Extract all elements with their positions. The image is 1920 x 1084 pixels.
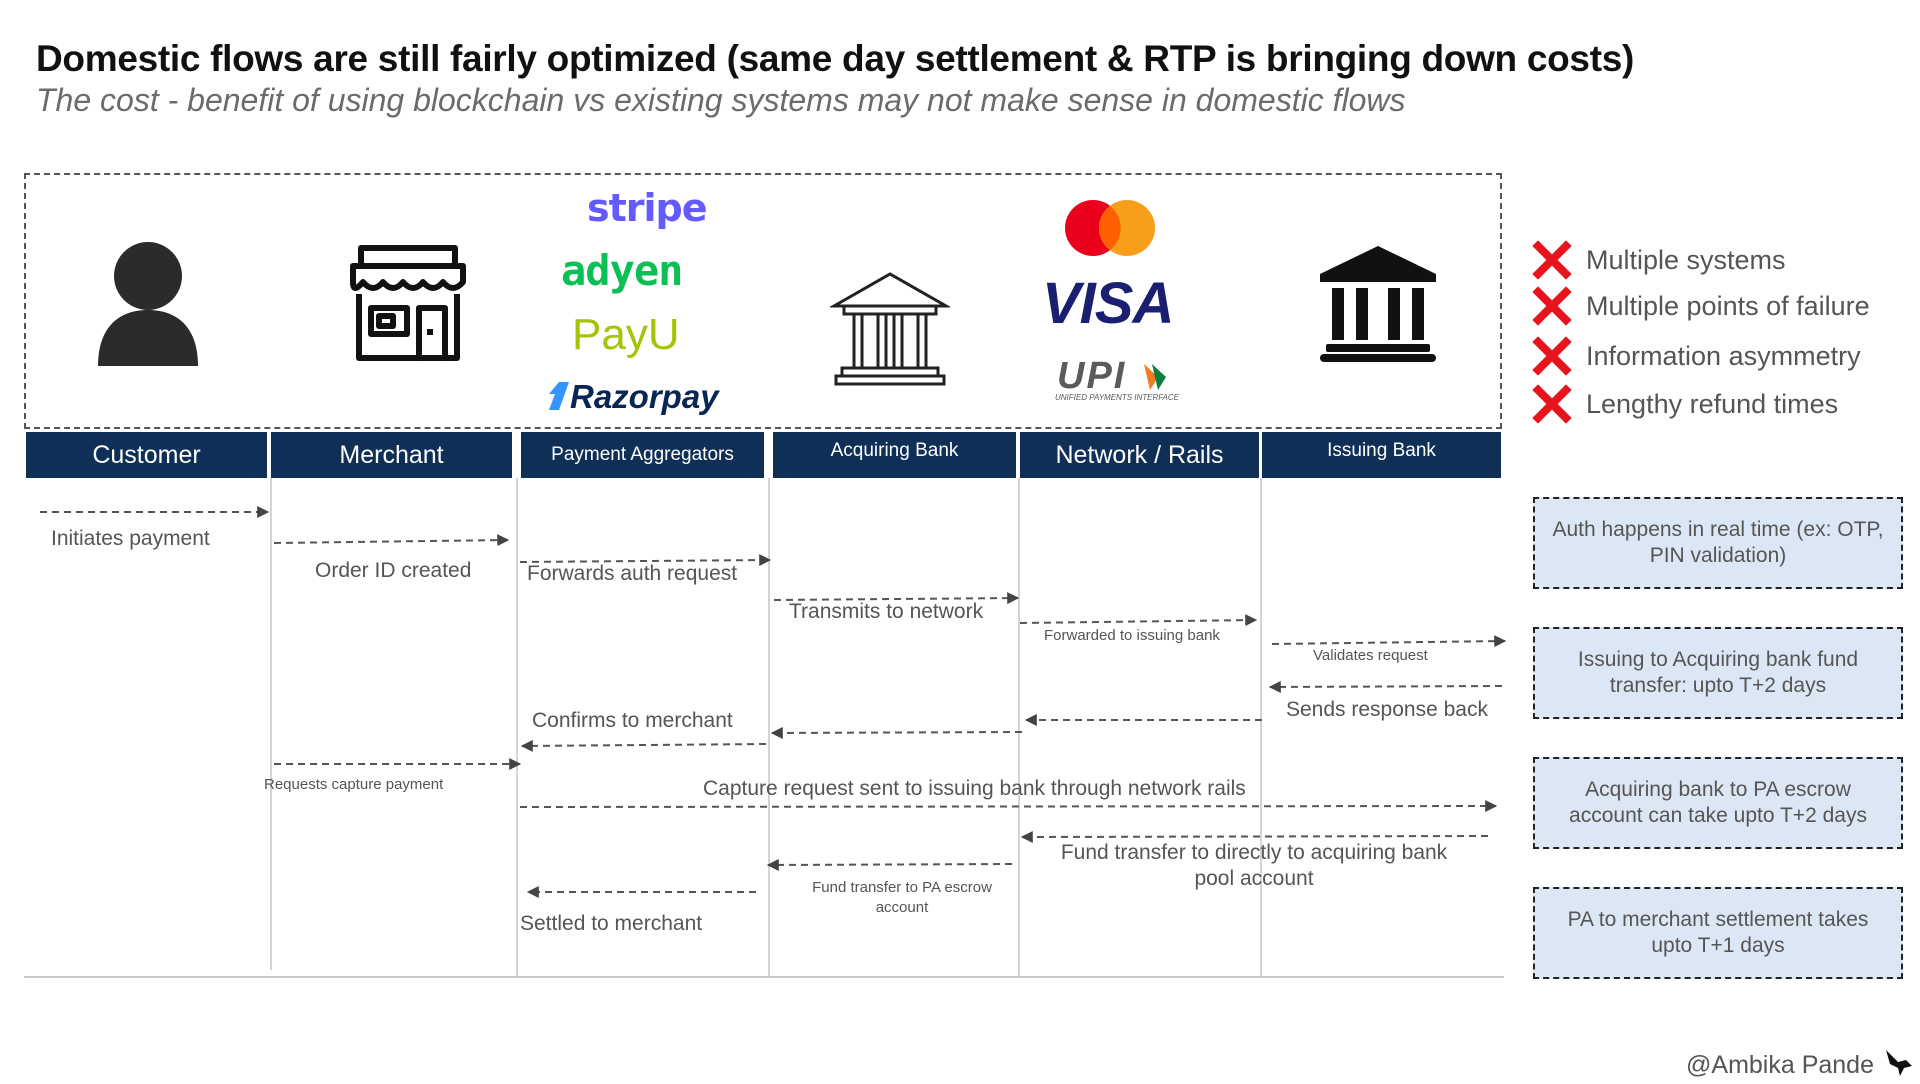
arrow-forwarded — [1019, 614, 1258, 627]
note-acquiring-to-escrow: Acquiring bank to PA escrow account can … — [1533, 757, 1903, 849]
issue-label: Multiple points of failure — [1586, 290, 1870, 321]
customer-person-icon — [98, 242, 198, 366]
note-auth-real-time: Auth happens in real time (ex: OTP, PIN … — [1533, 497, 1903, 589]
step-order-id-created: Order ID created — [315, 559, 472, 582]
step-fund-transfer-line2: pool account — [1194, 867, 1314, 890]
note-pa-to-merchant: PA to merchant settlement takes upto T+1… — [1533, 887, 1903, 979]
upi-arrow-icon — [1144, 364, 1166, 390]
lane-header-network-rails: Network / Rails — [1020, 432, 1259, 478]
arrow-sends — [1268, 680, 1503, 693]
actors-icon-box — [24, 173, 1502, 429]
step-settled: Settled to merchant — [520, 912, 703, 935]
lane-divider-5 — [1260, 478, 1262, 978]
arrow-escrow — [766, 858, 1013, 871]
issue-item: Information asymmetry — [1532, 336, 1861, 376]
arrow-validates — [1271, 635, 1507, 648]
step-fund-transfer-line1: Fund transfer to directly to acquiring b… — [1060, 841, 1448, 864]
arrow-order — [273, 534, 510, 547]
issue-item: Lengthy refund times — [1532, 384, 1838, 424]
lane-header-merchant: Merchant — [271, 432, 512, 478]
step-escrow-line1: Fund transfer to PA escrow — [812, 879, 992, 896]
arrow-capture — [519, 800, 1498, 813]
arrow-forwards — [519, 554, 772, 567]
step-escrow-line2: account — [875, 899, 929, 916]
issuing-bank-icon — [1320, 246, 1436, 362]
author-credit: @Ambika Pande — [1686, 1051, 1874, 1079]
merchant-store-icon — [350, 245, 466, 361]
lane-divider-3 — [768, 478, 770, 978]
arrow-fund-transfer — [1020, 830, 1489, 843]
arrow-confirms — [520, 739, 767, 752]
red-x-icon — [1532, 336, 1572, 376]
red-x-icon — [1532, 384, 1572, 424]
step-initiates-payment: Initiates payment — [51, 527, 210, 550]
razorpay-mark-icon — [549, 382, 569, 410]
red-x-icon — [1532, 286, 1572, 326]
bird-logo-icon — [1886, 1050, 1912, 1076]
step-validates: Validates request — [1313, 647, 1428, 664]
issue-item: Multiple systems — [1532, 240, 1786, 280]
payu-logo: PayU — [572, 310, 680, 359]
issue-label: Information asymmetry — [1586, 340, 1861, 371]
step-requests-capture: Requests capture payment — [264, 776, 444, 793]
upi-caption: UNIFIED PAYMENTS INTERFACE — [1055, 393, 1180, 402]
lane-divider-4 — [1018, 478, 1020, 978]
lane-header-issuing-bank: Issuing Bank — [1262, 432, 1501, 478]
razorpay-logo: Razorpay — [570, 378, 719, 415]
issue-item: Multiple points of failure — [1532, 286, 1870, 326]
red-x-icon — [1532, 240, 1572, 280]
stripe-logo: stripe — [587, 186, 708, 230]
arrow-acquiring-back — [770, 726, 1023, 739]
slide-subtitle: The cost - benefit of using blockchain v… — [36, 82, 1406, 118]
step-forwarded-issuing: Forwarded to issuing bank — [1044, 627, 1220, 644]
lane-divider-2 — [516, 478, 518, 978]
step-sends-response: Sends response back — [1286, 698, 1488, 721]
lane-header-payment-aggregators: Payment Aggregators — [521, 432, 764, 478]
note-issuing-to-acquiring: Issuing to Acquiring bank fund transfer:… — [1533, 627, 1903, 719]
lane-header-customer: Customer — [26, 432, 267, 478]
mastercard-logo-icon — [1065, 200, 1155, 256]
slide-title: Domestic flows are still fairly optimize… — [36, 38, 1635, 79]
issue-label: Multiple systems — [1586, 244, 1786, 275]
acquiring-bank-icon — [830, 272, 950, 386]
visa-logo: VISA — [1042, 271, 1174, 336]
step-forwards-auth: Forwards auth request — [527, 562, 738, 585]
upi-logo: UPI — [1057, 355, 1127, 397]
step-confirms-merchant: Confirms to merchant — [532, 709, 733, 732]
adyen-logo: adyen — [561, 246, 683, 295]
step-transmits: Transmits to network — [789, 600, 984, 623]
lane-divider-1 — [270, 478, 272, 970]
arrow-transmits — [773, 592, 1020, 605]
baseline — [24, 976, 1504, 978]
lane-header-acquiring-bank: Acquiring Bank — [773, 432, 1016, 478]
issue-label: Lengthy refund times — [1586, 388, 1839, 419]
step-capture-request: Capture request sent to issuing bank thr… — [703, 777, 1246, 800]
